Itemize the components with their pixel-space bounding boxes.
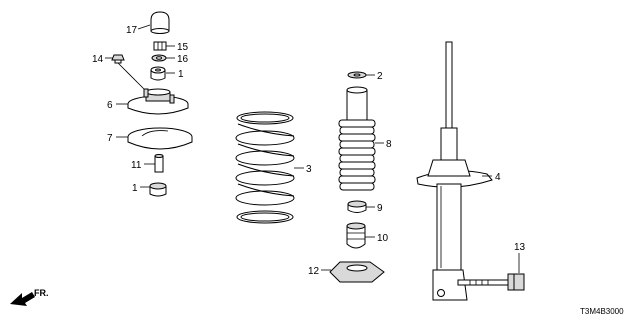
callout-3: 3 — [306, 164, 312, 175]
flange-bolt-part — [457, 273, 525, 291]
callout-14: 14 — [92, 54, 104, 65]
callout-17: 17 — [126, 25, 138, 36]
dust-boot-part — [338, 86, 376, 191]
coil-spring-part — [235, 111, 295, 224]
dust-cap-part — [150, 11, 170, 34]
callout-12: 12 — [308, 266, 320, 277]
callout-8: 8 — [386, 139, 392, 150]
collar-part — [154, 154, 164, 173]
stopper-part — [347, 200, 367, 213]
callout-13: 13 — [514, 242, 526, 253]
lower-rubber-bushing-part — [149, 182, 167, 197]
lower-spring-seat-part — [329, 261, 385, 283]
self-locking-nut-part — [153, 41, 167, 51]
callout-9: 9 — [377, 203, 383, 214]
callout-16: 16 — [177, 54, 189, 65]
front-direction-label: FR. — [34, 288, 49, 298]
bump-stop-part — [346, 222, 366, 249]
thrust-washer-part — [347, 71, 367, 79]
callout-1-lower: 1 — [132, 183, 138, 194]
callout-15: 15 — [177, 42, 189, 53]
shock-absorber-mounting-rubber-part — [127, 88, 189, 115]
callout-4: 4 — [495, 172, 501, 183]
flange-nut-part — [111, 54, 125, 64]
callout-2: 2 — [377, 71, 383, 82]
callout-10: 10 — [377, 233, 389, 244]
front-direction-arrow-icon — [10, 292, 35, 306]
upper-rubber-bushing-part — [150, 66, 166, 81]
callout-6: 6 — [107, 100, 113, 111]
washer-part — [151, 54, 167, 62]
callout-7: 7 — [107, 133, 113, 144]
callout-11: 11 — [131, 160, 142, 171]
callout-1-upper: 1 — [178, 69, 184, 80]
spring-seat-rubber-part — [127, 127, 193, 150]
shock-absorber-part — [416, 41, 493, 301]
diagram-code: T3M4B3000 — [580, 307, 624, 316]
